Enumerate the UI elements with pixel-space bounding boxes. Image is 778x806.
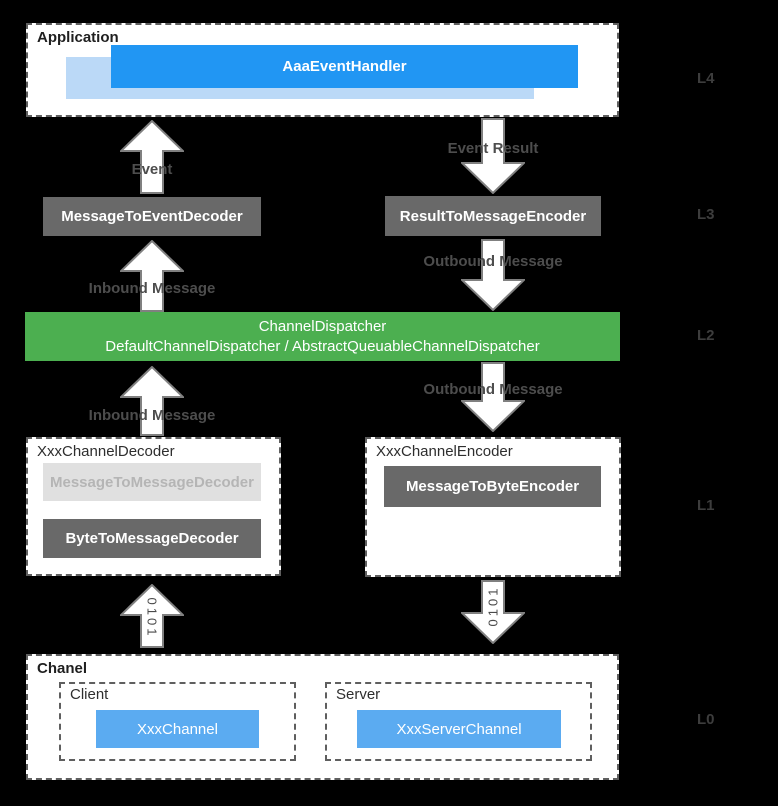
channel-dispatcher-line1: ChannelDispatcher (258, 317, 387, 335)
xxx-channel-box: XxxChannel (96, 710, 259, 748)
bitstream-label-down: 0101 (485, 585, 501, 627)
message-to-byte-encoder-label: MessageToByteEncoder (405, 478, 580, 495)
message-to-message-decoder-label: MessageToMessageDecoder (50, 473, 254, 491)
up-arrow-event (120, 120, 184, 194)
inbound-message-l2-label: Inbound Message (88, 407, 216, 424)
channel-encoder-group-box: XxxChannelEncoder MessageToByteEncoder (365, 437, 621, 577)
xxx-server-channel-label: XxxServerChannel (396, 720, 522, 738)
down-arrow-icon (461, 580, 525, 644)
bitstream-label-up: 0101 (144, 597, 160, 639)
application-group-box: Application AaaEventHandler (26, 23, 619, 117)
server-group-box: Server XxxServerChannel (325, 682, 592, 761)
channel-group-box: Chanel Client XxxChannel Server XxxServe… (26, 654, 619, 780)
event-handler-label: AaaEventHandler (282, 58, 407, 75)
message-to-event-decoder-box: MessageToEventDecoder (43, 197, 261, 236)
event-handler-bar: AaaEventHandler (111, 45, 578, 88)
application-title: Application (37, 29, 119, 46)
layer-label-l4: L4 (697, 70, 715, 87)
outbound-message-l3-label: Outbound Message (423, 253, 563, 270)
channel-decoder-group-box: XxxChannelDecoder MessageToMessageDecode… (26, 437, 281, 576)
outbound-message-l2-label: Outbound Message (423, 381, 563, 398)
message-to-message-decoder-box: MessageToMessageDecoder (43, 463, 261, 501)
byte-to-message-decoder-label: ByteToMessageDecoder (65, 530, 239, 547)
message-to-byte-encoder-box: MessageToByteEncoder (384, 466, 601, 507)
channel-encoder-group-label: XxxChannelEncoder (376, 443, 513, 460)
message-to-event-decoder-label: MessageToEventDecoder (61, 208, 243, 225)
down-arrow-icon (461, 239, 525, 311)
channel-decoder-group-label: XxxChannelDecoder (37, 443, 175, 460)
result-to-message-encoder-label: ResultToMessageEncoder (399, 207, 587, 225)
byte-to-message-decoder-box: ByteToMessageDecoder (43, 519, 261, 558)
xxx-server-channel-box: XxxServerChannel (357, 710, 561, 748)
up-arrow-icon (120, 584, 184, 648)
server-group-label: Server (336, 686, 381, 703)
xxx-channel-label: XxxChannel (137, 720, 218, 738)
inbound-message-l3-label: Inbound Message (88, 280, 216, 297)
channel-group-title: Chanel (37, 660, 88, 677)
down-arrow-bits (461, 580, 525, 644)
layer-label-l3: L3 (697, 206, 715, 223)
client-group-box: Client XxxChannel (59, 682, 296, 761)
up-arrow-inbound-l2 (120, 366, 184, 436)
event-result-arrow-label: Event Result (447, 140, 539, 157)
client-group-label: Client (70, 686, 109, 703)
down-arrow-icon (461, 362, 525, 432)
channel-dispatcher-line2: DefaultChannelDispatcher / AbstractQueua… (105, 337, 540, 355)
down-arrow-outbound-l2 (461, 362, 525, 432)
down-arrow-outbound-l3 (461, 239, 525, 311)
layer-label-l0: L0 (697, 711, 715, 728)
channel-dispatcher-box: ChannelDispatcher DefaultChannelDispatch… (25, 312, 620, 361)
result-to-message-encoder-box: ResultToMessageEncoder (385, 196, 601, 236)
up-arrow-icon (120, 366, 184, 436)
up-arrow-icon (120, 240, 184, 312)
up-arrow-inbound-l3 (120, 240, 184, 312)
up-arrow-icon (120, 120, 184, 194)
layer-label-l2: L2 (697, 327, 715, 344)
down-arrow-icon (461, 118, 525, 194)
down-arrow-event-result (461, 118, 525, 194)
event-arrow-label: Event (131, 161, 173, 178)
layer-label-l1: L1 (697, 497, 715, 514)
up-arrow-bits (120, 584, 184, 648)
